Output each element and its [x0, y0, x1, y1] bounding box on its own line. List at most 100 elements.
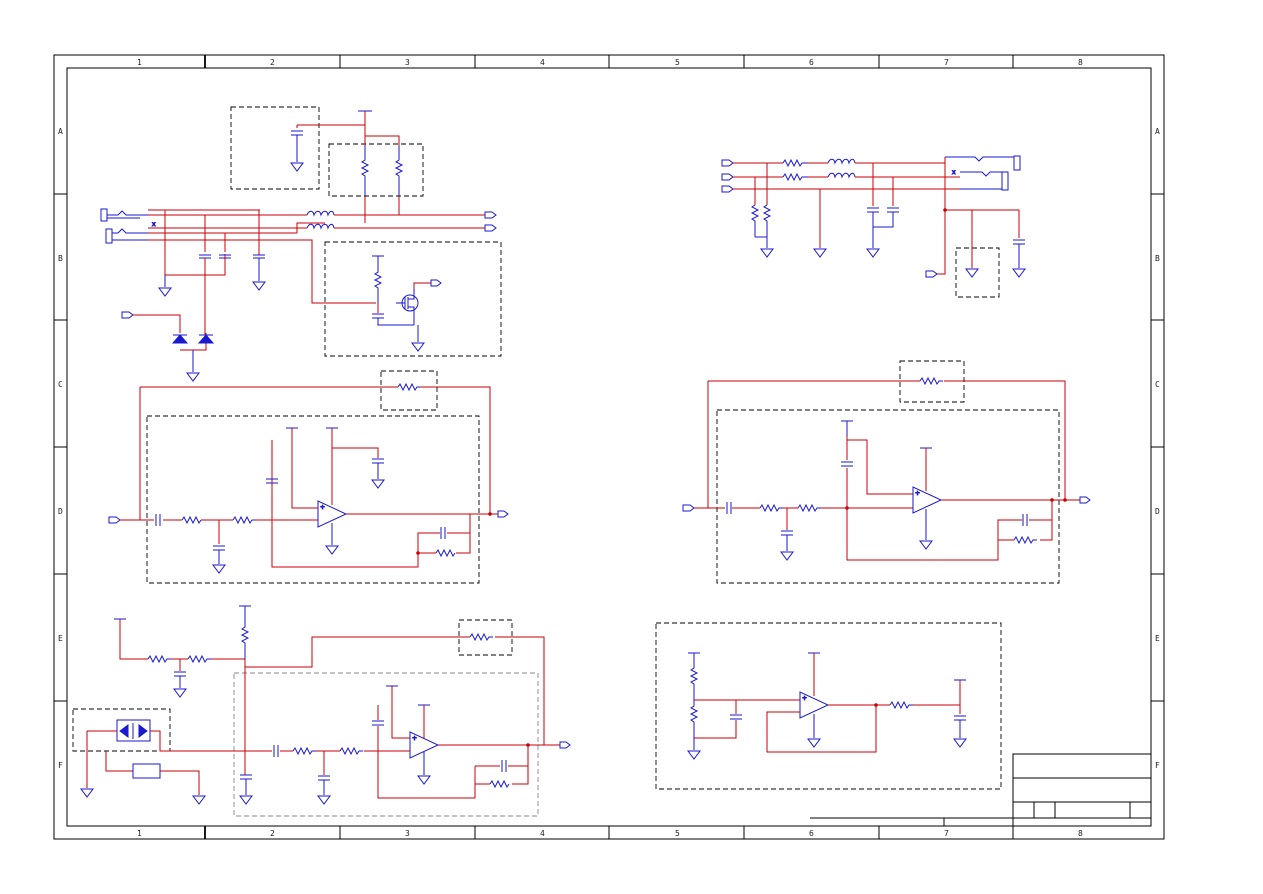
row-labels-left: A B C D E F	[58, 127, 63, 770]
resistor	[394, 146, 404, 196]
svg-text:x: x	[952, 169, 956, 176]
buffer-right: +	[655, 622, 1002, 790]
ground-icon	[866, 248, 880, 258]
inductor	[827, 158, 856, 165]
audio-jack: x	[100, 208, 157, 229]
dashed-group	[233, 672, 539, 817]
ground-icon	[965, 268, 979, 278]
opamp-filter-right: +	[682, 360, 1091, 584]
capacitor	[781, 530, 793, 536]
capacitor	[501, 760, 507, 772]
svg-text:+: +	[412, 735, 417, 742]
ground-icon	[371, 479, 385, 489]
resistor	[1013, 535, 1037, 545]
bidirectional-switch-icon	[116, 719, 151, 742]
capacitor	[213, 545, 225, 551]
dashed-group	[146, 415, 480, 584]
ground-icon	[1012, 268, 1026, 278]
inductor	[827, 172, 856, 179]
audio-jack: x	[945, 155, 1021, 191]
dashed-group	[380, 370, 438, 411]
col-label: 4	[540, 58, 545, 67]
resistor	[240, 606, 250, 659]
output-port-icon	[430, 279, 442, 287]
col-label: 8	[1078, 829, 1083, 838]
row-labels-right: A B C D E F	[1155, 127, 1160, 770]
row-label: B	[58, 254, 63, 263]
ground-icon	[212, 564, 226, 574]
capacitor	[440, 527, 446, 539]
drawing-frame: 1 2 3 4 5 6 7 8 1 2 3 4 5 6 7 8 A B C D …	[53, 54, 1165, 840]
output-port-icon	[484, 211, 497, 219]
row-label: D	[58, 507, 63, 516]
capacitor	[199, 254, 211, 259]
output-port-icon	[497, 510, 509, 518]
col-label: 7	[944, 58, 949, 67]
resistor	[689, 653, 699, 700]
col-label: 1	[137, 58, 142, 67]
ground-icon	[158, 287, 172, 297]
resistor	[339, 746, 363, 756]
row-label: E	[1155, 634, 1160, 643]
input-port-icon	[121, 311, 134, 319]
resistor	[469, 632, 493, 642]
resistor	[782, 172, 808, 182]
capacitor	[887, 207, 899, 213]
resistor	[232, 515, 256, 525]
capacitor	[266, 478, 278, 484]
input-port-icon	[721, 185, 734, 193]
row-dividers-left	[54, 193, 67, 702]
col-label: 1	[137, 829, 142, 838]
ground-icon	[919, 540, 933, 550]
svg-text:+: +	[915, 490, 920, 497]
ground-icon	[780, 551, 794, 561]
dashed-group	[324, 241, 502, 357]
row-label: F	[58, 761, 63, 770]
resistor	[689, 700, 699, 738]
output-port-icon	[1079, 496, 1091, 504]
resistor	[373, 256, 383, 303]
capacitor	[253, 254, 265, 259]
resistor	[782, 158, 808, 168]
resistor	[292, 746, 316, 756]
resistor	[919, 376, 943, 386]
row-label: B	[1155, 254, 1160, 263]
ground-icon	[173, 688, 187, 698]
resistor	[187, 654, 211, 664]
capacitor	[372, 720, 384, 726]
row-label: F	[1155, 761, 1160, 770]
row-dividers-right	[1151, 193, 1164, 702]
svg-text:+: +	[802, 695, 807, 702]
row-label: C	[1155, 380, 1160, 389]
col-label: 8	[1078, 58, 1083, 67]
ground-icon	[813, 248, 827, 258]
capacitor	[726, 502, 732, 514]
input-port-icon	[925, 270, 938, 278]
resistor	[489, 779, 510, 789]
input-jack-section: x	[100, 106, 502, 382]
col-label: 3	[405, 58, 410, 67]
dashed-group	[955, 247, 1000, 298]
input-port-icon	[721, 173, 734, 181]
dashed-group	[655, 622, 1002, 790]
dashed-group	[72, 708, 171, 752]
opamp-icon: +	[799, 691, 830, 719]
capacitor	[174, 671, 186, 677]
col-label: 4	[540, 829, 545, 838]
mosfet-icon	[396, 289, 419, 325]
input-port-icon	[721, 159, 734, 167]
col-label: 3	[405, 829, 410, 838]
resistor	[759, 503, 783, 513]
row-label: D	[1155, 507, 1160, 516]
ground-icon	[760, 248, 774, 258]
ground-icon	[325, 545, 339, 555]
svg-text:+: +	[320, 504, 325, 511]
resistor	[755, 204, 772, 238]
bottom-left-section: +	[72, 605, 571, 817]
diode-icon	[197, 334, 215, 344]
dashed-group	[716, 409, 1060, 584]
input-port-icon	[108, 516, 121, 524]
resistor	[147, 654, 171, 664]
column-dividers-bottom	[204, 826, 1014, 839]
resistor	[797, 503, 821, 513]
